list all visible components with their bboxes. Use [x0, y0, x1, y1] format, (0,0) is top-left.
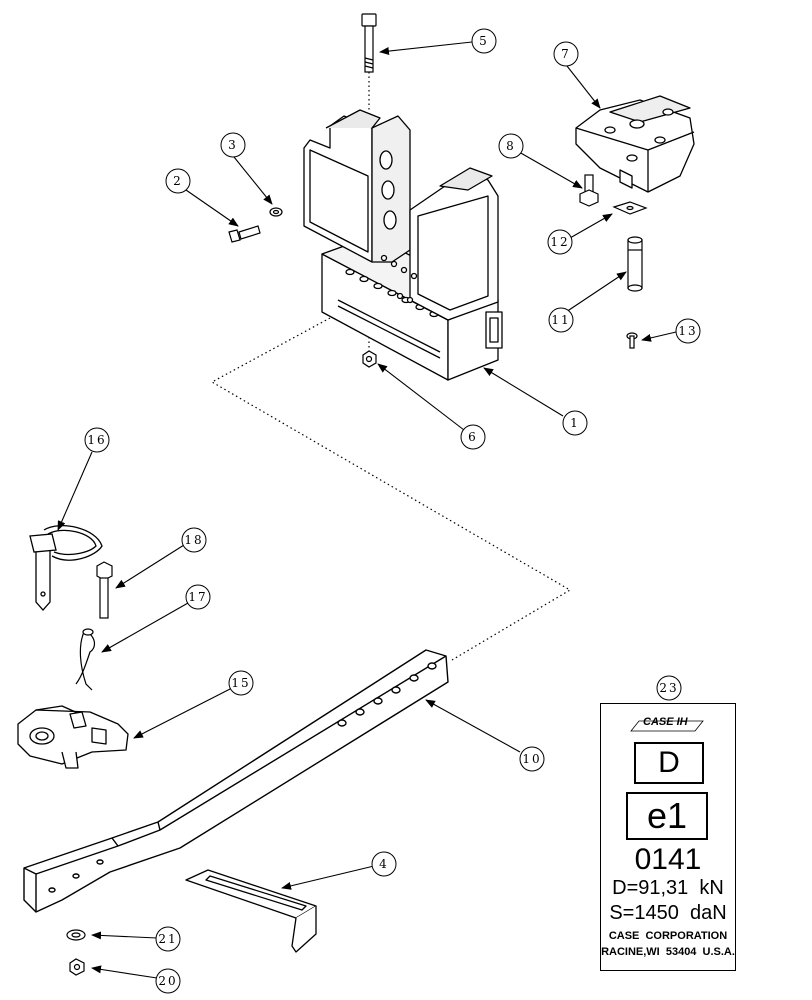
hitch-bracket-part-1	[303, 109, 503, 381]
callout-7-label: 7	[561, 47, 571, 61]
linch-pin-part-16	[29, 525, 103, 611]
callout-8: 8	[498, 133, 524, 159]
s-value-rating: S=1450 daN	[609, 902, 727, 924]
assembly-dotted-lines	[210, 72, 572, 661]
callout-8-label: 8	[506, 139, 516, 153]
screw-part-13	[626, 332, 638, 349]
callout-4: 4	[371, 851, 397, 877]
callout-16: 16	[84, 427, 110, 453]
callout-18-label: 18	[184, 533, 203, 547]
callout-6-label: 6	[468, 430, 478, 444]
callout-6: 6	[460, 424, 486, 450]
callout-4-label: 4	[379, 857, 389, 871]
manufacturer-name: CASE CORPORATION	[608, 930, 728, 942]
class-d-box: D	[634, 742, 704, 784]
nut-part-6	[362, 350, 377, 368]
callout-21: 21	[155, 926, 181, 952]
callout-10-label: 10	[522, 752, 541, 766]
callout-17-label: 17	[188, 590, 207, 604]
callout-11: 11	[548, 307, 574, 333]
callouts: 5 7 3 2 8 12 11 13 1 6 16 18 17 15 10 23…	[84, 28, 701, 994]
hitch-head-part-7	[575, 95, 695, 193]
callout-1-label: 1	[570, 416, 580, 430]
callout-20: 20	[155, 968, 181, 994]
pin-part-11	[627, 236, 643, 292]
shim-plate-part-12	[612, 201, 648, 215]
callout-10: 10	[519, 746, 545, 772]
bolt-part-5	[361, 13, 377, 73]
callout-3-label: 3	[228, 138, 238, 152]
callout-5: 5	[471, 28, 497, 54]
callout-15: 15	[228, 670, 254, 696]
callout-20-label: 20	[158, 974, 177, 988]
leader-lines	[57, 41, 677, 979]
callout-3: 3	[220, 132, 246, 158]
callout-2-label: 2	[173, 174, 183, 188]
washer-part-21	[66, 929, 86, 941]
clevis-part-15	[17, 705, 129, 769]
callout-2: 2	[165, 168, 191, 194]
approval-code: 0141	[634, 843, 702, 876]
callout-7: 7	[553, 41, 579, 67]
nut-part-20	[69, 958, 85, 976]
logo-text: CASE IH	[643, 716, 688, 728]
washer-part-3	[269, 207, 283, 217]
callout-17: 17	[185, 584, 211, 610]
callout-21-label: 21	[158, 932, 177, 946]
callout-15-label: 15	[231, 676, 250, 690]
bolt-part-2	[228, 225, 261, 243]
bolt-part-18	[96, 561, 113, 619]
certification-decal-part-23: CASE IH D e1 0141 D=91,31 kN S=1450 daN …	[600, 703, 736, 971]
callout-1: 1	[562, 410, 588, 436]
callout-23: 23	[656, 675, 682, 701]
slotted-plate-part-4	[185, 869, 317, 953]
callout-12-label: 12	[550, 235, 569, 249]
manufacturer-address: RACINE,WI 53404 U.S.A.	[601, 946, 735, 958]
callout-16-label: 16	[87, 433, 106, 447]
callout-12: 12	[547, 229, 573, 255]
case-ih-logo-mark	[629, 720, 705, 732]
drawbar-part-10	[23, 649, 449, 913]
callout-18: 18	[181, 527, 207, 553]
case-ih-logo: CASE IH	[629, 716, 705, 732]
callout-11-label: 11	[551, 313, 570, 327]
callout-5-label: 5	[479, 34, 489, 48]
d-value-rating: D=91,31 kN	[612, 877, 724, 899]
callout-23-label: 23	[659, 681, 678, 695]
e1-approval-box: e1	[626, 792, 708, 840]
bolt-part-8	[579, 174, 599, 207]
callout-13: 13	[675, 318, 701, 344]
callout-13-label: 13	[678, 324, 697, 338]
cotter-pin-part-17	[75, 628, 96, 691]
